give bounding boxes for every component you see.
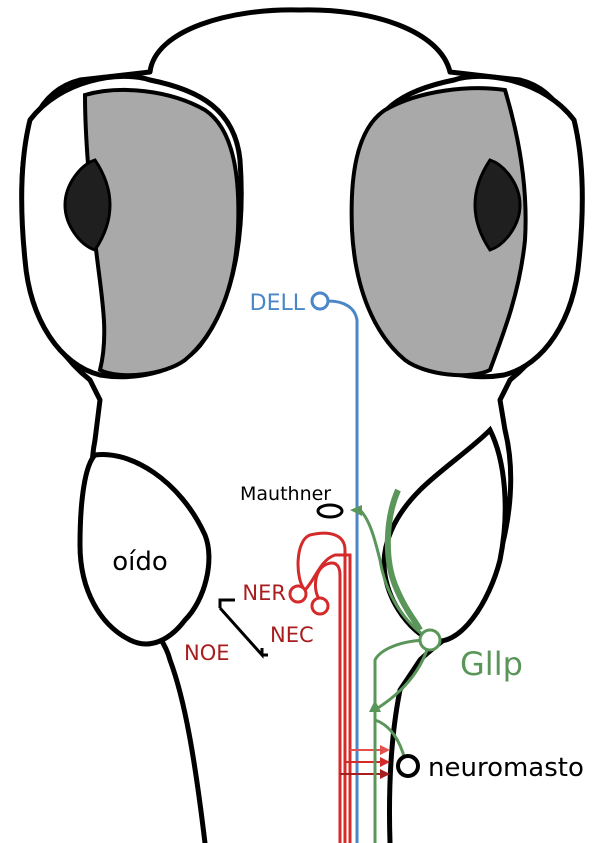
mauthner-cell	[318, 505, 342, 517]
dell-neuron	[312, 293, 328, 309]
label-dell: DELL	[250, 291, 306, 316]
gllp-neuron	[420, 630, 440, 650]
label-neuromasto: neuromasto	[428, 753, 584, 783]
label-noe: NOE	[184, 641, 230, 665]
label-nec: NEC	[270, 623, 314, 647]
label-mauthner: Mauthner	[240, 483, 331, 505]
label-oido: oído	[112, 547, 168, 577]
left-eye	[22, 76, 241, 376]
neuromast	[398, 756, 418, 776]
ner-neuron	[290, 586, 306, 602]
label-ner: NER	[242, 581, 286, 605]
right-eye	[352, 76, 583, 376]
nec-neuron	[312, 598, 328, 614]
label-gllp: Gllp	[460, 645, 523, 683]
right-ear	[384, 430, 505, 641]
